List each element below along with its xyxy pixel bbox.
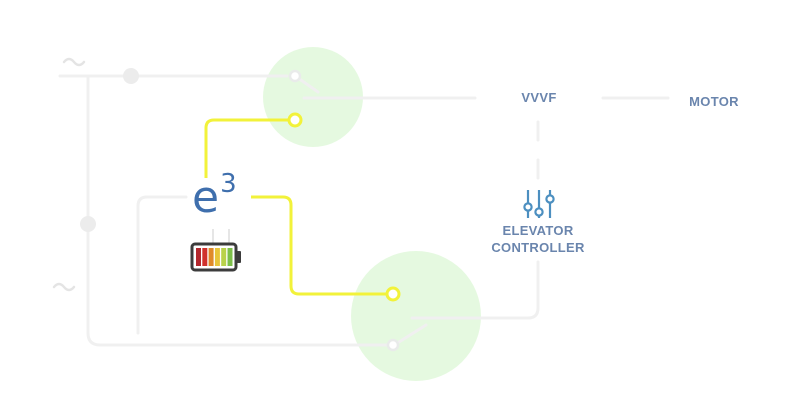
ac-source-icon bbox=[52, 57, 86, 292]
controller-label-line1: ELEVATOR bbox=[502, 223, 574, 238]
battery-cell bbox=[196, 248, 201, 266]
lower-switch-glow bbox=[351, 251, 481, 381]
controller-label-line2: CONTROLLER bbox=[491, 240, 585, 255]
battery-icon bbox=[190, 229, 241, 272]
battery-cell bbox=[208, 248, 214, 266]
switch-contacts bbox=[288, 69, 400, 352]
battery-cell bbox=[221, 248, 227, 266]
logo-base: e bbox=[192, 172, 220, 223]
vvvf-label: VVVF bbox=[521, 90, 557, 105]
e3-logo: e3 bbox=[192, 169, 237, 223]
logo-exponent: 3 bbox=[220, 169, 237, 199]
elevator-controller-label: ELEVATOR CONTROLLER bbox=[478, 222, 598, 256]
mains-wiring bbox=[58, 74, 670, 347]
junction-dots bbox=[80, 68, 139, 232]
sliders-icon bbox=[523, 190, 555, 218]
battery-cell bbox=[214, 248, 220, 266]
battery-cell bbox=[202, 248, 208, 266]
backup-wiring bbox=[204, 112, 401, 302]
battery-cell bbox=[227, 248, 233, 266]
motor-label: MOTOR bbox=[689, 94, 739, 109]
